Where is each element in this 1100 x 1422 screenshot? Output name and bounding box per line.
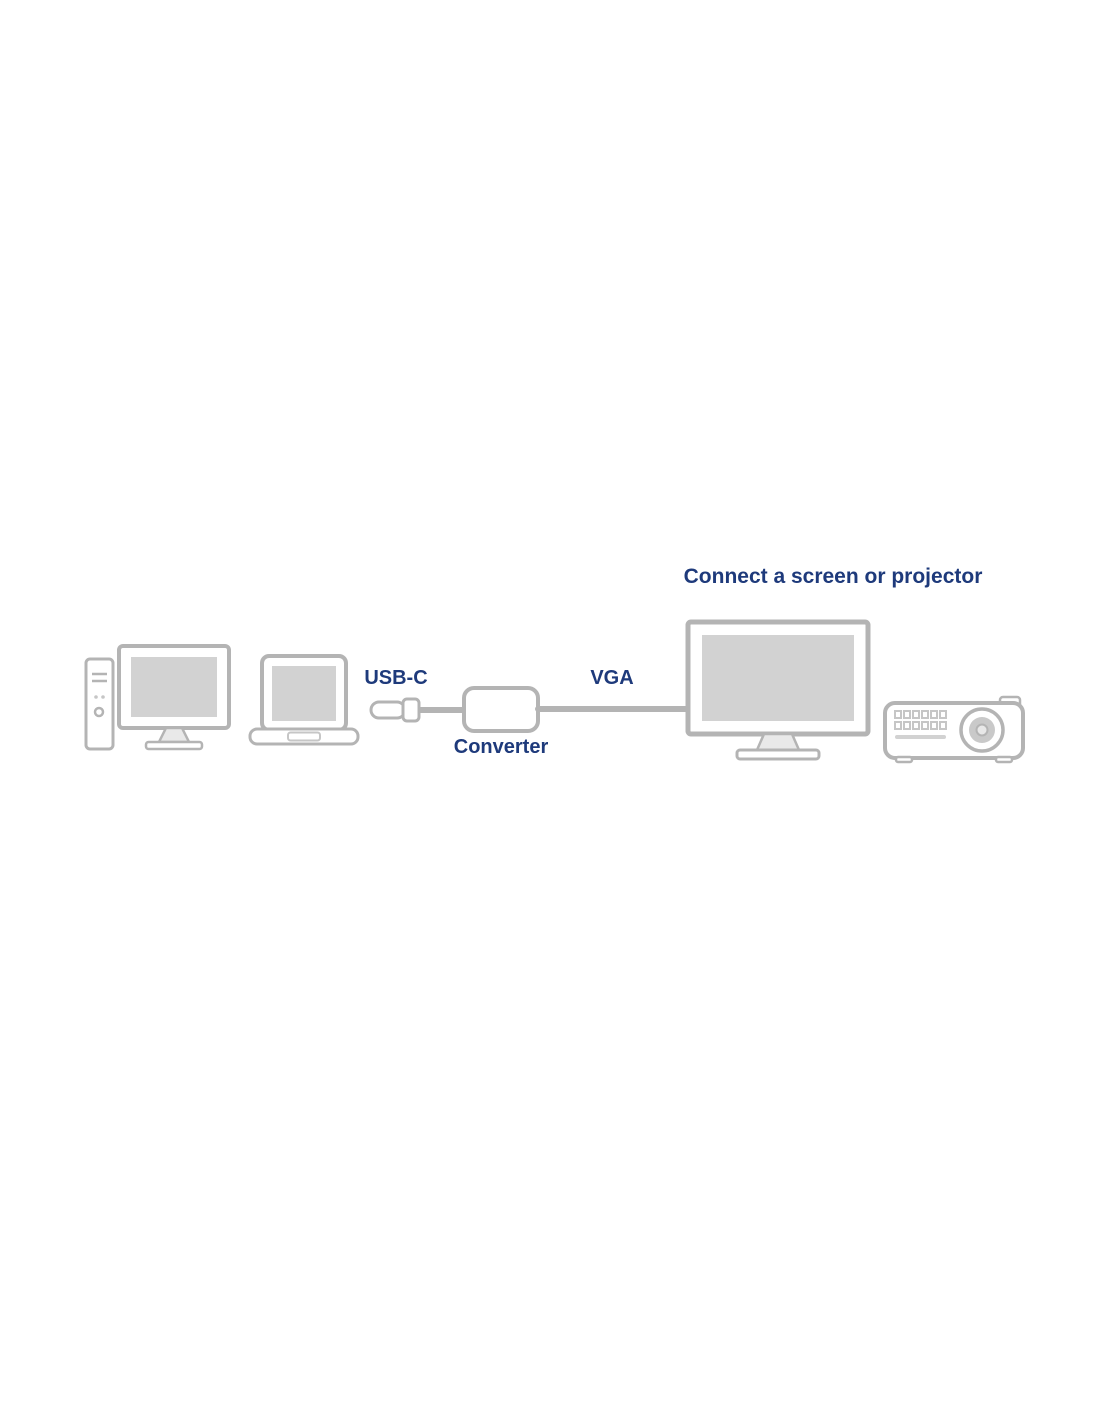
laptop-icon (248, 654, 360, 746)
converter-label: Converter (454, 736, 549, 758)
converter-icon (462, 686, 540, 733)
projector-icon (883, 695, 1025, 764)
heading: Connect a screen or projector (684, 565, 983, 588)
desktop-monitor-icon (117, 644, 231, 751)
vga-label: VGA (590, 667, 633, 689)
desktop-tower-icon (84, 657, 115, 751)
usb-c-plug-icon (369, 697, 469, 723)
monitor-icon (685, 619, 871, 761)
usb-c-label: USB-C (364, 667, 427, 689)
